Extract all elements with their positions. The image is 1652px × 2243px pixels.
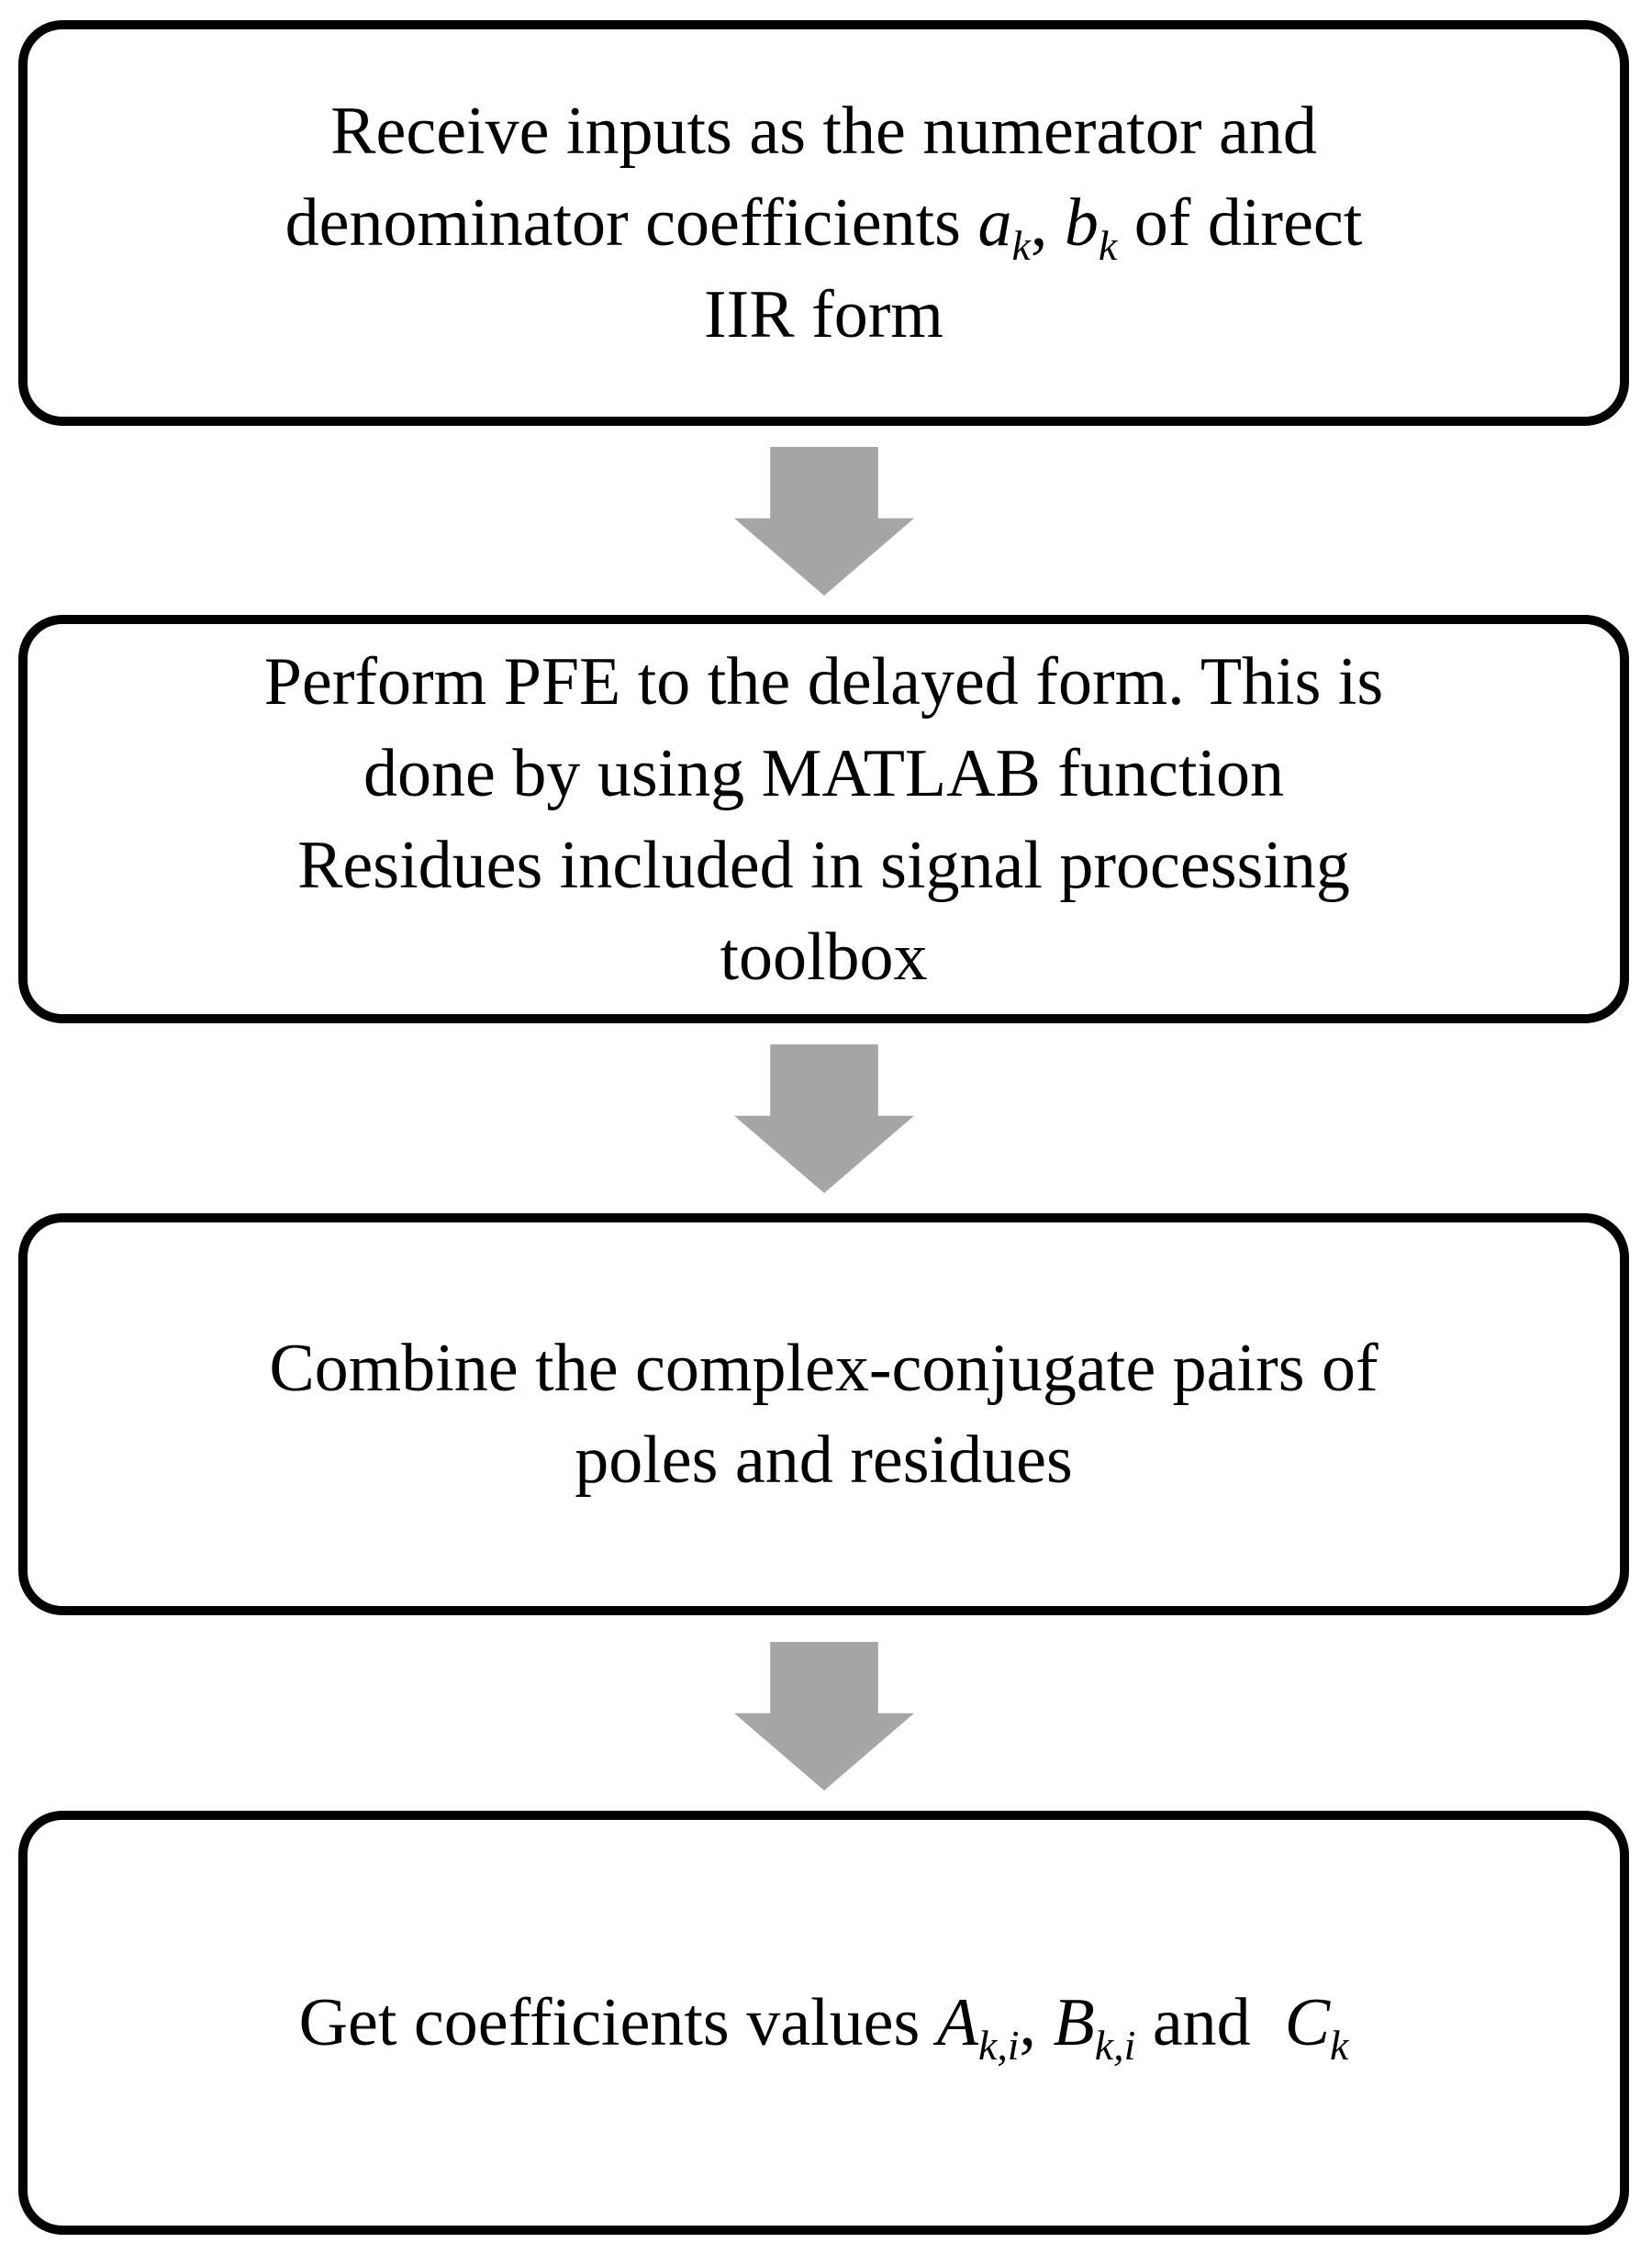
box-text: Get coefficients values Ak,i, Bk,i and C…	[28, 1977, 1620, 2069]
flow-step-get-coefficients: Get coefficients values Ak,i, Bk,i and C…	[18, 1811, 1629, 2235]
text-segment: and	[1135, 1985, 1285, 2060]
box-line: Residues included in signal processing	[28, 820, 1620, 911]
down-arrow-icon	[734, 1044, 914, 1193]
text-segment: denominator coefficients	[285, 185, 978, 261]
box-line: poles and residues	[28, 1414, 1620, 1506]
flow-step-perform-pfe: Perform PFE to the delayed form. This is…	[18, 615, 1629, 1023]
down-arrow-icon	[734, 447, 914, 596]
text-segment: ,	[1030, 185, 1065, 261]
subscript-k: k	[1098, 221, 1118, 269]
text-segment: Residues included in signal processing	[297, 827, 1350, 903]
math-variable-A: A	[936, 1985, 978, 2060]
box-line: Get coefficients values Ak,i, Bk,i and C…	[28, 1977, 1620, 2069]
text-segment: ,	[1019, 1985, 1054, 2060]
subscript-ki: k,i	[977, 2021, 1020, 2069]
box-line: Perform PFE to the delayed form. This is	[28, 636, 1620, 728]
math-variable-a: a	[977, 185, 1012, 261]
text-segment: Perform PFE to the delayed form. This is	[263, 643, 1384, 720]
text-segment: poles and residues	[575, 1423, 1073, 1498]
box-line: IIR form	[28, 269, 1620, 361]
box-text: Perform PFE to the delayed form. This is…	[28, 636, 1620, 1003]
subscript-k: k	[1011, 221, 1031, 269]
math-variable-B: B	[1053, 1985, 1095, 2060]
text-segment: toolbox	[720, 919, 928, 995]
text-segment: done by using MATLAB function	[363, 735, 1285, 811]
text-segment: Combine the complex-conjugate pairs of	[269, 1331, 1379, 1406]
subscript-k: k	[1330, 2021, 1349, 2069]
box-text: Receive inputs as the numerator and deno…	[28, 85, 1620, 361]
flow-step-combine-conjugates: Combine the complex-conjugate pairs of p…	[18, 1213, 1629, 1615]
math-variable-b: b	[1064, 185, 1099, 261]
box-line: done by using MATLAB function	[28, 728, 1620, 820]
text-segment: IIR form	[704, 277, 943, 352]
math-variable-C: C	[1284, 1985, 1331, 2060]
down-arrow-icon	[734, 1642, 914, 1791]
box-text: Combine the complex-conjugate pairs of p…	[28, 1322, 1620, 1506]
text-segment: of direct	[1117, 185, 1363, 261]
box-line: denominator coefficients ak, bk of direc…	[28, 177, 1620, 269]
flow-step-receive-inputs: Receive inputs as the numerator and deno…	[18, 20, 1629, 426]
subscript-ki: k,i	[1094, 2021, 1136, 2069]
text-segment: Receive inputs as the numerator and	[330, 94, 1317, 169]
box-line: Combine the complex-conjugate pairs of	[28, 1322, 1620, 1414]
box-line: Receive inputs as the numerator and	[28, 85, 1620, 177]
box-line: toolbox	[28, 911, 1620, 1003]
text-segment: Get coefficients values	[298, 1985, 937, 2060]
